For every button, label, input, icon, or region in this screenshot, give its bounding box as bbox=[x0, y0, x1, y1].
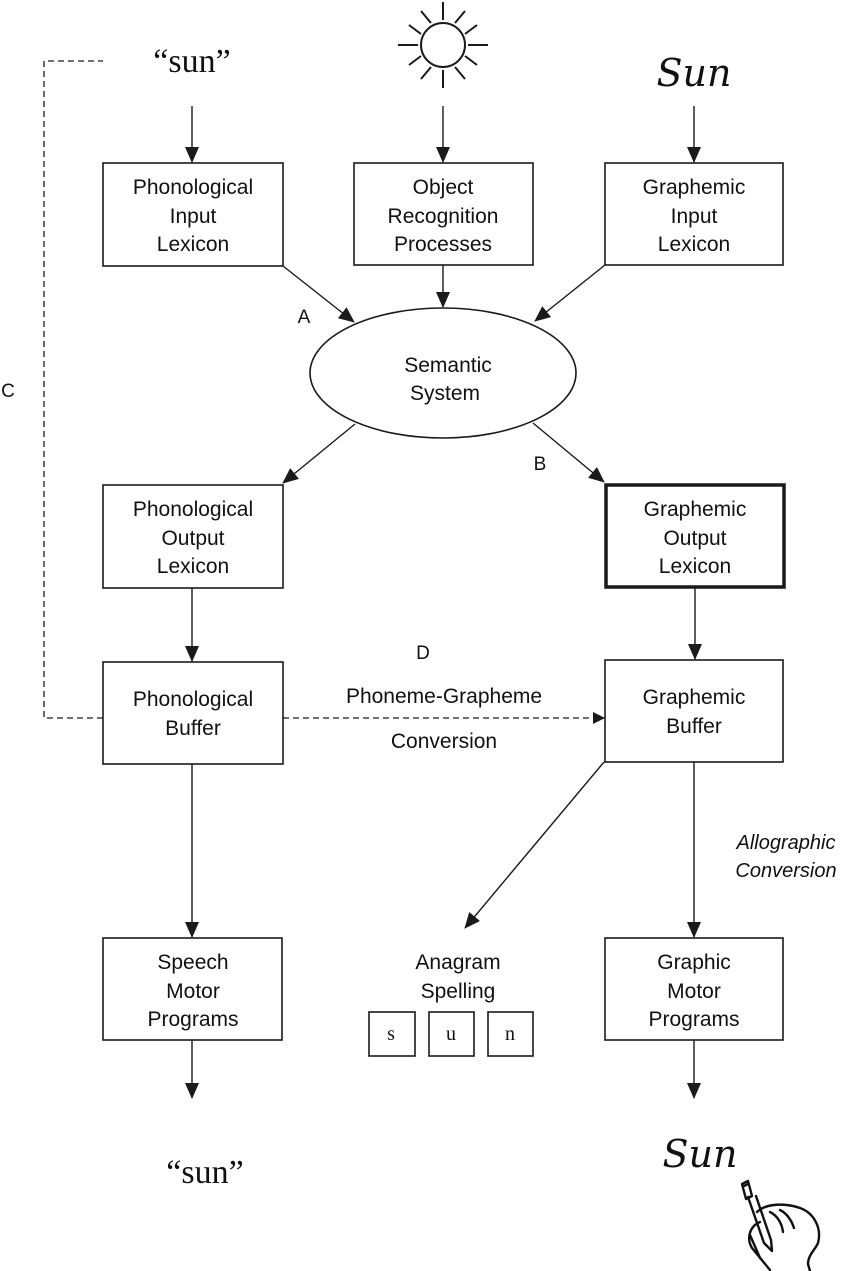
box-label-line: Graphemic bbox=[644, 498, 747, 521]
graphemic-input-lexicon-box: Graphemic Input Lexicon bbox=[604, 162, 784, 266]
anagram-tile: s bbox=[368, 1011, 416, 1057]
box-label-line: Input bbox=[170, 205, 217, 228]
phonological-input-lexicon-box: Phonological Input Lexicon bbox=[102, 162, 284, 267]
box-label-line: Phonological bbox=[133, 688, 253, 711]
box-label-line: Lexicon bbox=[157, 555, 229, 578]
box-label-line: Buffer bbox=[666, 715, 722, 738]
box-label-line: Output bbox=[663, 527, 726, 550]
phonological-buffer-box: Phonological Buffer bbox=[102, 661, 284, 765]
box-label-line: Recognition bbox=[388, 205, 499, 228]
anagram-tile-letter: s bbox=[387, 1023, 395, 1045]
anagram-spelling: Anagram Spelling s u n bbox=[368, 951, 534, 1057]
semantic-system-ellipse: Semantic System bbox=[309, 307, 577, 439]
box-label-line: Phonological bbox=[133, 498, 253, 521]
arrow-gb-to-anagram bbox=[464, 761, 605, 929]
box-label-line: Processes bbox=[394, 233, 492, 256]
hand-writing-icon bbox=[740, 1179, 821, 1271]
speech-motor-programs-box: Speech Motor Programs bbox=[102, 937, 283, 1041]
graphemic-buffer-box: Graphemic Buffer bbox=[604, 659, 784, 763]
written-output-word: Sun bbox=[663, 1132, 738, 1176]
sun-icon bbox=[398, 2, 488, 88]
box-label-line: Output bbox=[161, 527, 224, 550]
graphic-motor-programs-box: Graphic Motor Programs bbox=[604, 937, 784, 1041]
box-label-line: Graphic bbox=[657, 951, 731, 974]
box-label-line: Programs bbox=[147, 1008, 238, 1031]
allographic-label-line: Allographic bbox=[736, 832, 836, 854]
box-label-line: Lexicon bbox=[659, 555, 731, 578]
ellipse-label-line: Semantic bbox=[404, 354, 492, 377]
written-input-word: Sun bbox=[657, 51, 732, 95]
box-label-line: Lexicon bbox=[157, 233, 229, 256]
spoken-input-word: “sun” bbox=[153, 43, 230, 80]
pgc-label-line: Conversion bbox=[391, 730, 497, 753]
route-label-a: A bbox=[298, 307, 311, 328]
box-label-line: Motor bbox=[166, 980, 220, 1003]
arrow-semantic-to-gol bbox=[532, 422, 605, 483]
allographic-label-line: Conversion bbox=[735, 860, 836, 882]
arrow-gil-to-semantic bbox=[534, 264, 606, 322]
box-label-line: Programs bbox=[648, 1008, 739, 1031]
box-label-line: Motor bbox=[667, 980, 721, 1003]
route-label-b: B bbox=[534, 454, 547, 475]
pgc-label-line: Phoneme-Grapheme bbox=[346, 685, 542, 708]
box-label-line: Lexicon bbox=[658, 233, 730, 256]
route-label-c: C bbox=[1, 381, 15, 402]
ellipse-label-line: System bbox=[410, 382, 480, 405]
spoken-output-word: “sun” bbox=[166, 1154, 243, 1191]
anagram-tile-letter: n bbox=[505, 1023, 515, 1045]
anagram-tile-letter: u bbox=[446, 1023, 456, 1045]
anagram-label-line: Anagram bbox=[415, 951, 500, 974]
route-label-d: D bbox=[416, 643, 430, 664]
object-recognition-box: Object Recognition Processes bbox=[353, 162, 534, 266]
box-label-line: Graphemic bbox=[643, 686, 746, 709]
phonological-output-lexicon-box: Phonological Output Lexicon bbox=[102, 484, 284, 589]
anagram-label-line: Spelling bbox=[421, 980, 496, 1003]
box-label-line: Speech bbox=[157, 951, 228, 974]
box-label-line: Phonological bbox=[133, 176, 253, 199]
box-label-line: Graphemic bbox=[643, 176, 746, 199]
graphemic-output-lexicon-box: Graphemic Output Lexicon bbox=[604, 483, 786, 589]
anagram-tile: u bbox=[428, 1011, 475, 1057]
box-label-line: Input bbox=[671, 205, 718, 228]
arrow-pil-to-semantic bbox=[282, 265, 355, 323]
box-label-line: Object bbox=[413, 176, 474, 199]
arrow-semantic-to-pol bbox=[282, 423, 356, 484]
box-label-line: Buffer bbox=[165, 717, 221, 740]
anagram-tile: n bbox=[487, 1011, 534, 1057]
route-c-dashed-line bbox=[43, 60, 103, 719]
